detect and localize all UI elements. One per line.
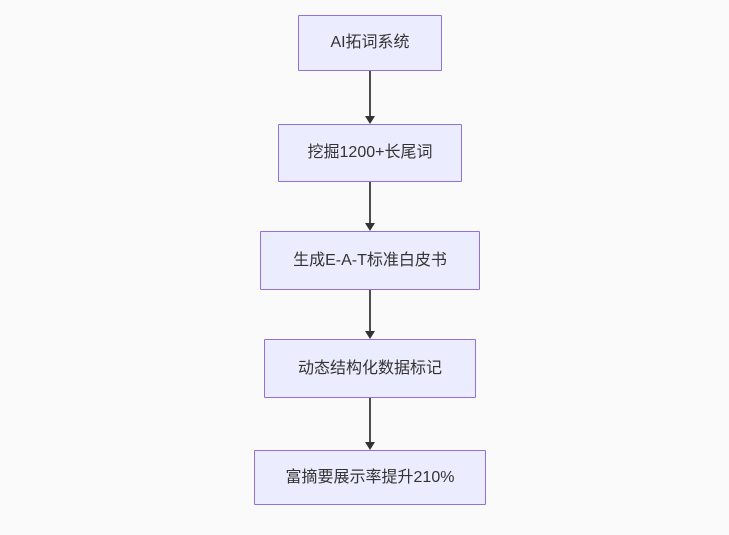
flowchart: AI拓词系统 挖掘1200+长尾词 生成E-A-T标准白皮书 动态结构化数据标记 [254,15,486,505]
arrow-head [365,116,375,124]
down-arrow-icon [363,290,377,339]
arrow-head [365,223,375,231]
node-label: AI拓词系统 [330,34,410,51]
node-label: 动态结构化数据标记 [297,359,442,377]
flow-node-longtail-mining: 挖掘1200+长尾词 [278,124,462,182]
down-arrow-icon [363,398,377,450]
flow-node-rich-snippet-result: 富摘要展示率提升210% [254,450,486,505]
arrow-line [369,398,371,442]
arrow-head [365,331,375,339]
flow-node-eat-whitepaper: 生成E-A-T标准白皮书 [260,231,480,290]
node-label: 富摘要展示率提升210% [285,468,455,486]
arrow-head [365,442,375,450]
arrow-line [369,71,371,116]
down-arrow-icon [363,71,377,124]
down-arrow-icon [363,182,377,231]
flow-node-ai-keyword-system: AI拓词系统 [298,15,442,71]
node-label: 生成E-A-T标准白皮书 [293,251,447,269]
node-label: 挖掘1200+长尾词 [307,144,433,161]
flow-node-structured-data-markup: 动态结构化数据标记 [264,339,476,398]
arrow-line [369,182,371,223]
arrow-line [369,290,371,331]
